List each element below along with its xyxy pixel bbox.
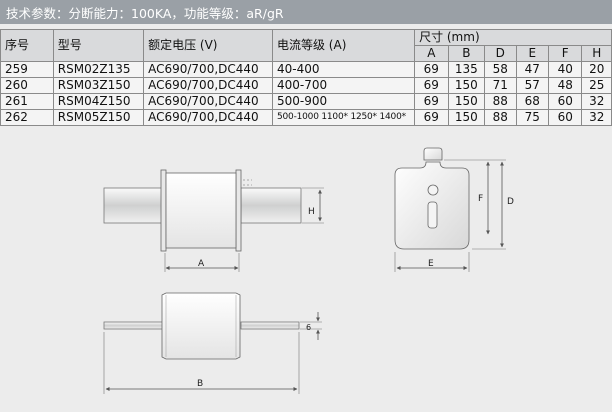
cell-model: RSM04Z150 [52,93,145,110]
cell-seq: 261 [0,93,54,110]
col-header-voltage: 额定电压 (V) [143,29,273,62]
cell-dim-f: 60 [547,109,583,126]
front-view: A H [103,169,324,272]
dim-f-label: F [478,194,483,204]
cell-dim-a: 69 [414,61,449,78]
cell-seq: 260 [0,77,54,94]
cell-model: RSM05Z150 [52,109,145,126]
front-fuse-body [165,172,237,249]
cell-dim-a: 69 [414,109,449,126]
col-header-current: 电流等级 (A) [271,29,416,62]
col-header-seq: 序号 [0,29,54,62]
dim-a-label: A [198,259,205,269]
cell-dim-d: 58 [484,61,517,78]
cell-dim-f: 40 [547,61,583,78]
cell-dim-d: 71 [484,77,517,94]
dim-h-label: H [308,207,315,217]
cell-dim-d: 88 [484,93,517,110]
cell-dim-f: 48 [547,77,583,94]
side-view: F D E [394,147,514,272]
cell-dim-b: 135 [447,61,486,78]
dim-e-label: E [428,259,434,269]
table-row: 260 RSM03Z150 AC690/700,DC440 400-700 69… [0,77,612,94]
col-header-dimensions: 尺寸 (mm) [414,29,612,46]
top-left-blade [103,321,165,330]
side-indicator-slot [427,201,438,229]
front-left-flange [160,169,167,252]
cell-voltage: AC690/700,DC440 [143,93,273,110]
dim-d-label: D [507,197,514,207]
cell-model: RSM02Z135 [52,61,145,78]
cell-voltage: AC690/700,DC440 [143,77,273,94]
cell-current: 500-900 [271,93,416,110]
cell-current: 40-400 [271,61,416,78]
cell-dim-h: 32 [581,109,612,126]
cell-seq: 259 [0,61,54,78]
cell-current: 400-700 [271,77,416,94]
table-row: 261 RSM04Z150 AC690/700,DC440 500-900 69… [0,93,612,110]
spec-title: 技术参数：分断能力：100KA，功能等级：aR/gR [6,6,284,21]
col-header-dim-b: B [447,45,486,62]
top-view: 6 B [103,292,322,394]
top-right-blade [240,321,300,330]
cell-dim-f: 60 [547,93,583,110]
cell-dim-e: 57 [515,77,550,94]
front-right-flange [235,169,242,252]
cell-model: RSM03Z150 [52,77,145,94]
front-left-terminal [103,187,165,224]
cell-dim-h: 32 [581,93,612,110]
cell-dim-b: 150 [447,93,486,110]
cell-dim-h: 25 [581,77,612,94]
front-right-terminal [240,187,302,224]
table-row: 259 RSM02Z135 AC690/700,DC440 40-400 69 … [0,61,612,78]
side-mounting-hole [427,184,439,196]
dim-b-label: B [197,379,203,389]
header-bar: 技术参数：分断能力：100KA，功能等级：aR/gR [0,0,612,24]
cell-voltage: AC690/700,DC440 [143,109,273,126]
dim-6-label: 6 [306,323,311,332]
cell-seq: 262 [0,109,54,126]
cell-current: 500-1000 1100* 1250* 1400* [271,109,416,126]
col-header-dim-f: F [547,45,583,62]
cell-dim-d: 88 [484,109,517,126]
table-row: 262 RSM05Z150 AC690/700,DC440 500-1000 1… [0,109,612,126]
spec-table: 序号 型号 额定电压 (V) 电流等级 (A) 尺寸 (mm) A B D E … [0,29,612,126]
side-striker-tab [423,147,443,161]
cell-voltage: AC690/700,DC440 [143,61,273,78]
top-fuse-body [161,292,241,360]
cell-dim-a: 69 [414,93,449,110]
cell-dim-h: 20 [581,61,612,78]
